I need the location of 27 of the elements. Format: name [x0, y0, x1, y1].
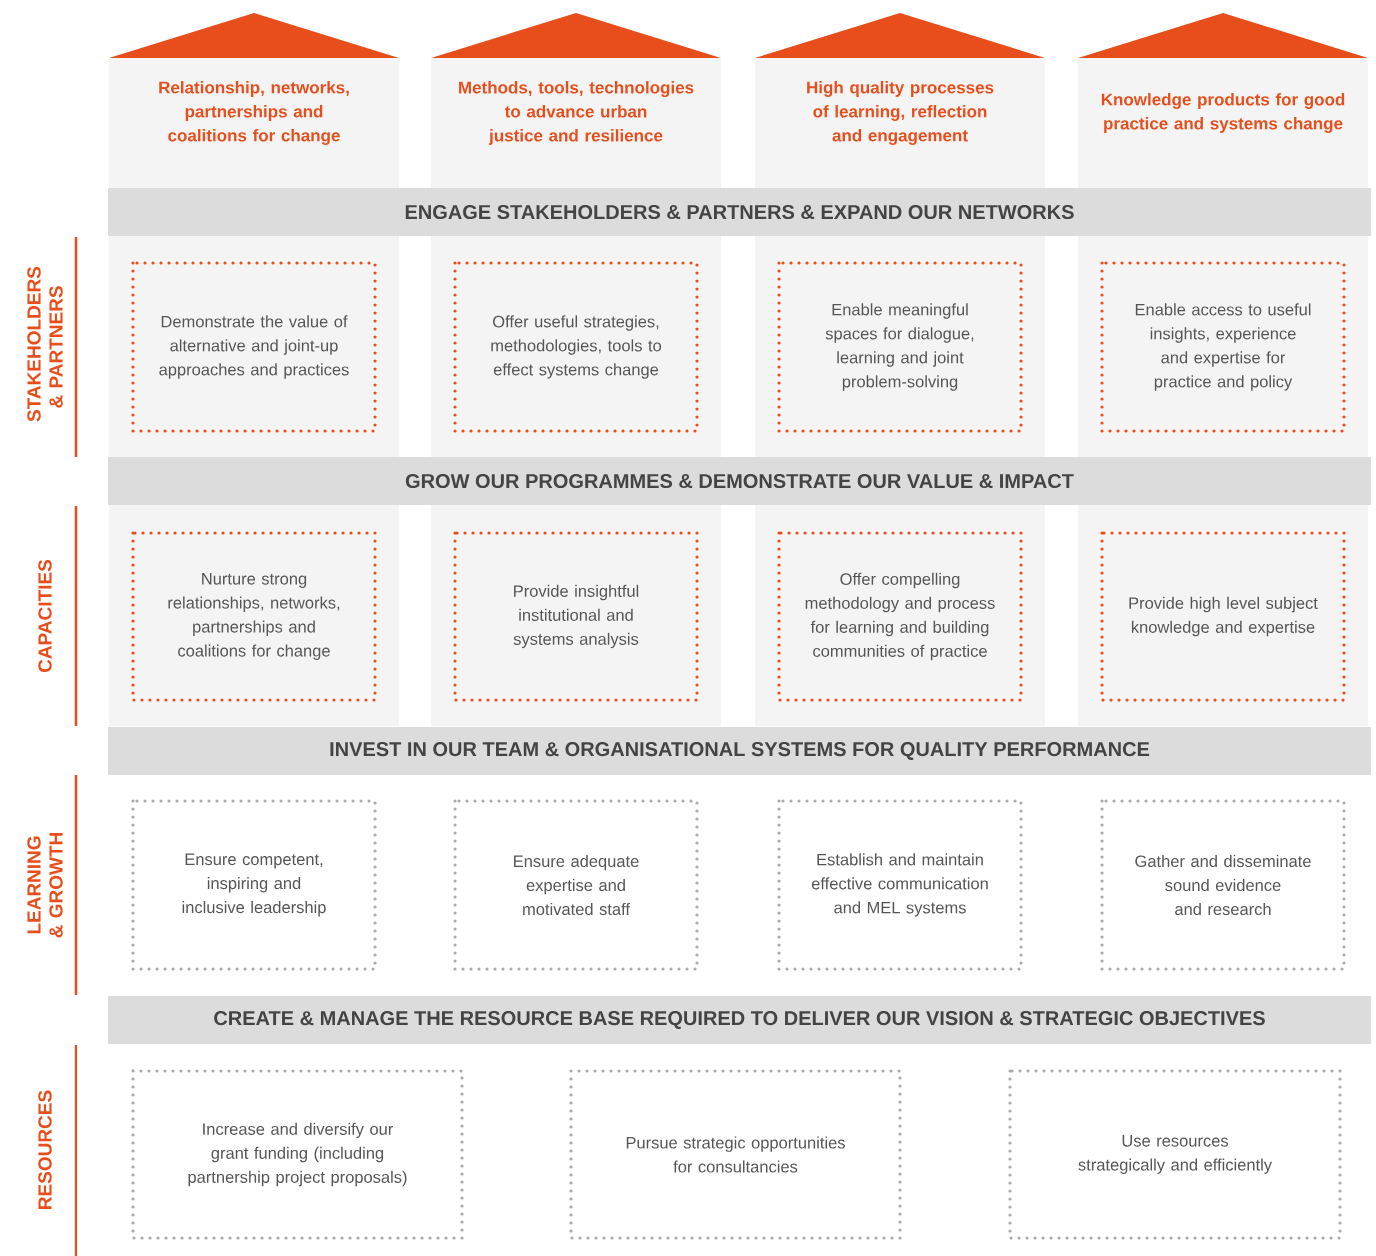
side-label: CAPACITIES	[38, 559, 52, 673]
house-box: Relationship, networks, partnerships and coalitions for change	[109, 13, 399, 188]
objective-box: Establish and maintain effective communication and MEL systems	[777, 799, 1023, 971]
heading-band: GROW OUR PROGRAMMES & DEMONSTRATE OUR VALUE & IMPACT	[108, 457, 1371, 505]
objective-box: Provide high level subject knowledge and expertise	[1100, 531, 1346, 702]
objective-box: Ensure adequate expertise and motivated staff	[453, 799, 699, 971]
objective-box: Demonstrate the value of alternative and joint-up approaches and practices	[131, 261, 377, 433]
objective-box: Gather and disseminate sound evidence and research	[1100, 799, 1346, 971]
objective-box: Enable meaningful spaces for dialogue, learning and joint problem-solving	[777, 261, 1023, 433]
side-label: LEARNING & GROWTH	[27, 833, 63, 938]
objective-box: Offer compelling methodology and process for learning and building communities of practice	[777, 531, 1023, 702]
house-box: Knowledge products for good practice and systems change	[1078, 13, 1368, 188]
house-box: High quality processes of learning, reflection and engagement	[755, 13, 1045, 188]
objective-box: Offer useful strategies, methodologies, tools to effect systems change	[453, 261, 699, 433]
objective-box: Nurture strong relationships, networks, partnerships and coalitions for change	[131, 531, 377, 702]
objective-box: Use resources strategically and efficiently	[1008, 1069, 1342, 1240]
side-label: STAKEHOLDERS & PARTNERS	[27, 266, 63, 422]
objective-box: Provide insightful institutional and systems analysis	[453, 531, 699, 702]
objective-box: Ensure competent, inspiring and inclusive leadership	[131, 799, 377, 971]
objective-box: Increase and diversify our grant funding (including partnership project proposals)	[131, 1069, 464, 1240]
heading-band: INVEST IN OUR TEAM & ORGANISATIONAL SYSTEMS FOR QUALITY PERFORMANCE	[108, 727, 1371, 775]
house-box: Methods, tools, technologies to advance urban justice and resilience	[431, 13, 721, 188]
side-label: RESOURCES	[38, 1090, 52, 1209]
objective-box: Pursue strategic opportunities for consultancies	[569, 1069, 902, 1240]
heading-band: ENGAGE STAKEHOLDERS & PARTNERS & EXPAND OUR NETWORKS	[108, 188, 1371, 236]
heading-band: CREATE & MANAGE THE RESOURCE BASE REQUIRED TO DELIVER OUR VISION & STRATEGIC OBJECTIVES	[108, 996, 1371, 1044]
objective-box: Enable access to useful insights, experience and expertise for practice and policy	[1100, 261, 1346, 433]
